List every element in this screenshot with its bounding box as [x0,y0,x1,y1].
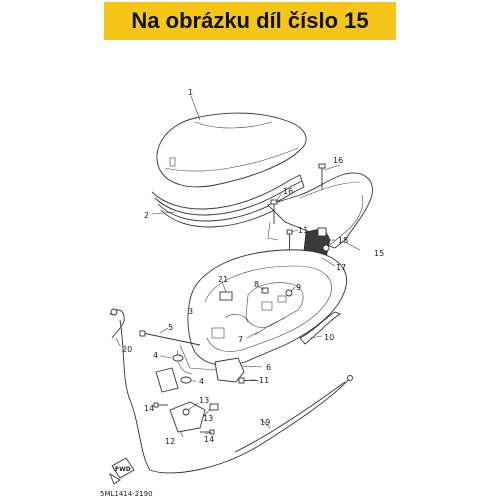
callout-6: 6 [266,363,271,372]
seat-lock-cable-20 [109,308,353,474]
screw-14a [153,402,168,408]
strap-part [299,311,342,345]
front-stay-part [214,357,245,383]
callout-10: 10 [324,333,334,342]
callout-4b: 4 [199,377,204,386]
callout-2: 2 [144,211,149,220]
callout-4a: 4 [153,351,158,360]
fwd-label: FWD [115,466,131,473]
callout-18: 18 [338,236,348,245]
leader-lines [115,95,361,438]
nut-9 [285,289,293,297]
inner-clip-part [219,291,233,301]
callout-16b: 16 [283,187,293,196]
bolt-16b [270,199,278,224]
fwd-arrow-icon: FWD [109,457,135,485]
callout-20: 20 [122,345,132,354]
callout-13a: 13 [199,396,209,405]
nut-8 [261,287,269,294]
seat-part [156,112,307,188]
cable-19 [234,381,346,453]
long-bolt-5 [139,330,201,346]
bolt-11a [286,229,293,250]
callout-9: 9 [296,283,301,292]
callout-19: 19 [260,418,270,427]
callout-16a: 16 [333,156,343,165]
bolt-16a [318,163,326,190]
collar-4a [172,354,184,362]
bolt-11b [238,377,258,384]
callout-11b: 11 [259,376,269,385]
callout-7: 7 [238,335,243,344]
callout-12: 12 [165,437,175,446]
callout-13b: 13 [203,414,213,423]
callout-1: 1 [188,88,193,97]
storage-box-part [176,249,347,375]
callout-14b: 14 [204,435,214,444]
callout-5: 5 [168,323,173,332]
collar-4b [180,376,192,384]
lock-bracket-part [169,401,219,433]
callout-14a: 14 [144,404,154,413]
callout-15: 15 [374,249,384,258]
callout-numbers: 1 2 3 4 4 5 6 7 8 9 10 11 11 12 13 13 14… [122,88,384,446]
banner-title: Na obrázku díl číslo 15 [131,8,369,33]
callout-11a: 11 [298,226,308,235]
title-banner: Na obrázku díl číslo 15 [104,2,396,40]
callout-17: 17 [336,263,346,272]
diagram-reference-code: 5ML1414-2190 [100,490,153,498]
callout-3: 3 [188,307,193,316]
bracket-part [155,367,179,393]
callout-8: 8 [254,280,259,289]
callout-21: 21 [218,275,228,284]
